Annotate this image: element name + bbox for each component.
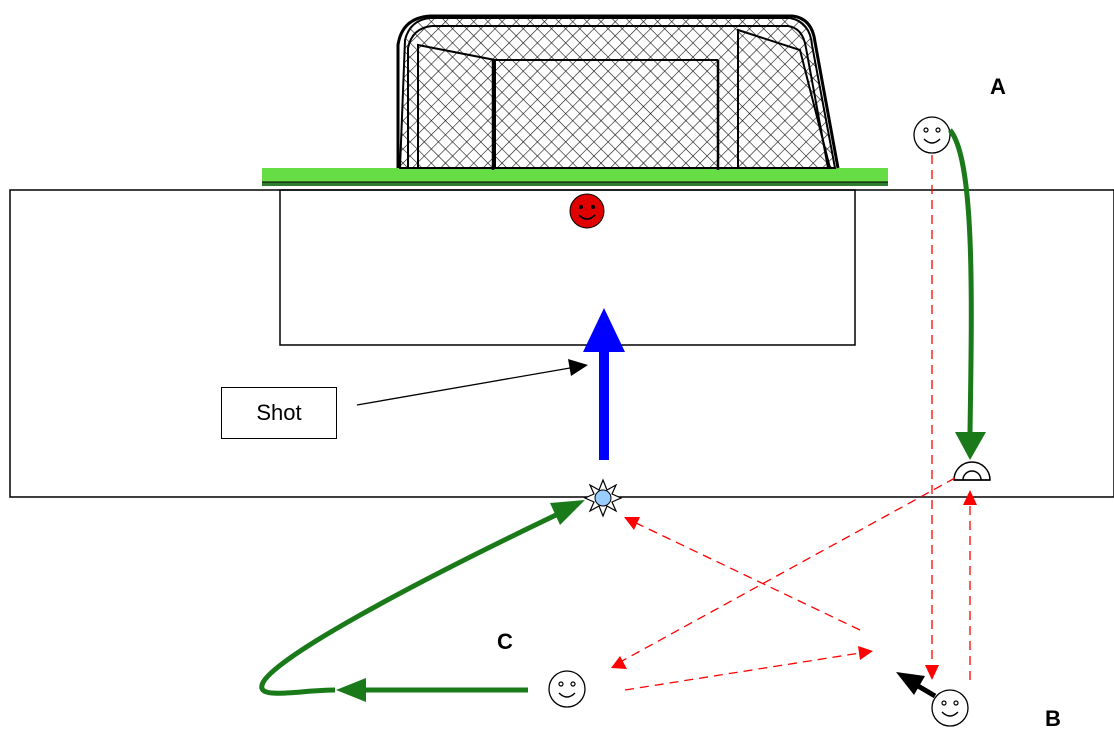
ball-icon [583,478,623,518]
player-c-icon [548,670,586,708]
player-c-run-arrow [336,678,528,702]
goal-icon [262,14,888,186]
penalty-area [9,189,1114,498]
player-b-move-arrow [896,672,937,699]
shot-label-box: Shot [221,387,337,439]
label-c: C [497,629,513,654]
shot-arrow [583,308,625,460]
cone-icon [953,461,991,481]
label-a: A [990,74,1006,99]
pass-c-to-b [624,646,873,691]
pass-b-to-ball [624,517,861,631]
pass-b-to-cone [963,490,977,680]
player-a-icon [913,116,951,154]
player-c-curved-run-arrow [259,500,585,696]
pass-cone-to-c [611,477,956,669]
goal-area [279,189,856,346]
goalkeeper-icon [569,193,605,229]
player-a-run-arrow [947,128,986,460]
label-b: B [1045,706,1061,731]
player-b-icon [931,689,969,727]
pass-a-to-b [925,155,939,680]
shot-callout-line [356,359,588,406]
